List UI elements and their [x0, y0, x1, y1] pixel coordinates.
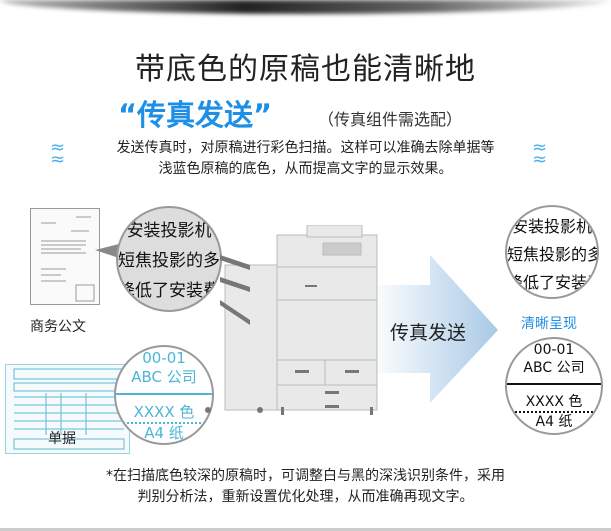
arrow-label: 传真发送: [390, 322, 467, 344]
top-shadow: [0, 0, 611, 14]
zoom-line: A4 纸: [144, 424, 184, 442]
clear-form-magnifier: 00-01 ABC 公司 XXXX 色 A4 纸: [505, 337, 603, 435]
zoom-line: 00-01: [142, 349, 186, 367]
zoom-line: 安装投影机: [126, 221, 212, 241]
zoom-line: ABC 公司: [116, 368, 212, 395]
footnote-line-2: 判别分析法，重新设置优化处理，从而准确再现文字。: [137, 489, 474, 505]
form-label: 单据: [48, 431, 76, 447]
multifunction-printer: [205, 225, 378, 415]
result-line: ABC 公司: [507, 359, 601, 385]
description-line-2: 浅蓝色原稿的底色，从而提高文字的显示效果。: [158, 161, 453, 177]
description-line-1: 发送传真时，对原稿进行彩色扫描。这样可以准确去除单据等: [116, 140, 495, 156]
result-line: A4 纸: [535, 414, 573, 430]
zoom-line: 短焦投影的多: [118, 251, 220, 271]
wave-icon-left: ≈≈: [50, 137, 65, 170]
noisy-text-magnifier: 安装投影机 短焦投影的多 降低了安装费: [116, 206, 222, 312]
page-title: 带底色的原稿也能清晰地: [135, 52, 476, 87]
form-magnifier: 00-01 ABC 公司 XXXX 色 A4 纸: [114, 345, 214, 445]
result-line: XXXX 色: [507, 393, 601, 413]
footnote-line-1: *在扫描底色较深的原稿时，可调整白与黑的深浅识别条件，采用: [106, 468, 505, 484]
business-document-image: [30, 208, 100, 305]
result-line: 00-01: [533, 342, 575, 358]
zoom-line: 降低了安装费: [118, 281, 220, 301]
bottom-divider: [0, 528, 611, 531]
result-label: 清晰呈现: [521, 316, 577, 332]
subtitle-note: （传真组件需选配）: [318, 110, 463, 129]
result-line: 安装投影机: [511, 217, 592, 236]
fax-send-arrow: [370, 255, 498, 403]
zoom-line: XXXX 色: [116, 403, 212, 424]
footnote: *在扫描底色较深的原稿时，可调整白与黑的深浅识别条件，采用 判别分析法，重新设置…: [0, 466, 611, 508]
result-line: 降低了安装费: [507, 273, 599, 292]
subtitle: “传真发送”: [118, 98, 273, 132]
result-line: 短焦投影的多: [507, 245, 599, 264]
wave-icon-right: ≈≈: [532, 137, 547, 170]
business-doc-label: 商务公文: [30, 319, 86, 335]
clear-text-magnifier: 安装投影机 短焦投影的多 降低了安装费: [505, 205, 599, 299]
